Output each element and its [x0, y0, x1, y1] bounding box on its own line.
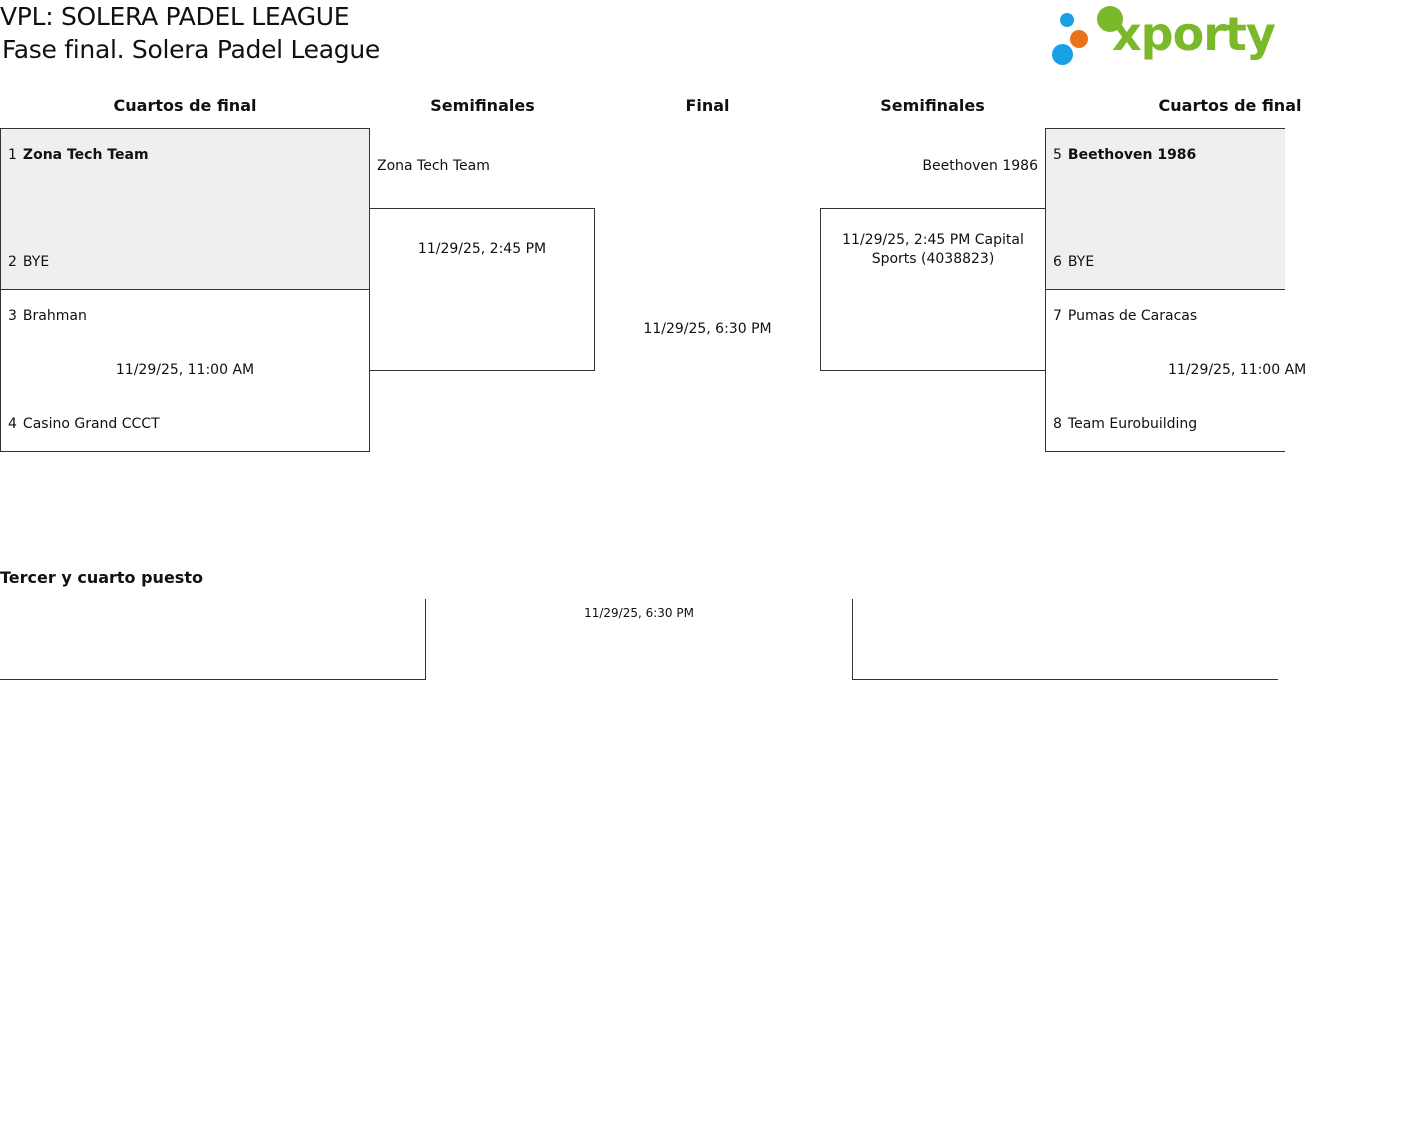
team-name: Pumas de Caracas: [1067, 308, 1198, 324]
seed-number: 8: [1053, 416, 1062, 432]
match-box-right-quarter-1[interactable]: 5 Beethoven 1986 6 BYE: [1045, 128, 1285, 290]
match-box-left-quarter-1[interactable]: 1 Zona Tech Team 2 BYE: [0, 128, 370, 290]
team-slot[interactable]: 1 Zona Tech Team: [8, 147, 149, 163]
team-slot[interactable]: 7 Pumas de Caracas: [1053, 308, 1197, 324]
match-time: 11/29/25, 11:00 AM: [1168, 362, 1307, 378]
team-name: BYE: [22, 254, 50, 270]
team-name: BYE: [1067, 254, 1095, 270]
seed-number: 5: [1053, 147, 1062, 163]
column-head-left-semi: Semifinales: [430, 96, 535, 115]
match-time: 11/29/25, 2:45 PM Capital Sports (403882…: [842, 232, 1024, 267]
team-name: Casino Grand CCCT: [22, 416, 160, 432]
logo-dot-green-icon: [1097, 6, 1123, 32]
page-title: VPL: SOLERA PADEL LEAGUE: [0, 2, 350, 31]
match-box-left-semi[interactable]: 11/29/25, 2:45 PM: [369, 208, 595, 371]
xporty-logo[interactable]: xporty: [1050, 2, 1278, 68]
team-name: Beethoven 1986: [1067, 147, 1197, 163]
match-box-left-quarter-2[interactable]: 3 Brahman 11/29/25, 11:00 AM 4 Casino Gran…: [0, 289, 370, 452]
column-head-right-quarter: Cuartos de final: [1158, 96, 1302, 115]
column-head-right-quarter-wrap: Cuartos de final: [1045, 96, 1302, 120]
team-slot[interactable]: 5 Beethoven 1986: [1053, 147, 1196, 163]
third-place-time: 11/29/25, 6:30 PM: [584, 606, 694, 620]
match-time: 11/29/25, 11:00 AM: [115, 362, 255, 378]
seed-number: 2: [8, 254, 17, 270]
third-place-title: Tercer y cuarto puesto: [0, 568, 203, 587]
seed-number: 6: [1053, 254, 1062, 270]
match-box-right-semi[interactable]: 11/29/25, 2:45 PM Capital Sports (403882…: [820, 208, 1046, 371]
third-place-left-divider: [425, 599, 426, 680]
semi-team-right[interactable]: Beethoven 1986: [922, 158, 1038, 174]
third-place-right-baseline: [852, 679, 1278, 680]
team-slot[interactable]: 3 Brahman: [8, 308, 87, 324]
team-slot[interactable]: 2 BYE: [8, 254, 49, 270]
logo-dot-blue-small-icon: [1060, 13, 1074, 27]
match-time: 11/29/25, 2:45 PM: [417, 241, 547, 257]
column-head-right-semi: Semifinales: [880, 96, 985, 115]
logo-text: xporty: [1112, 7, 1276, 61]
column-head-final: Final: [685, 96, 730, 115]
column-head-left-quarter: Cuartos de final: [113, 96, 257, 115]
team-name: Brahman: [22, 308, 87, 324]
match-box-right-quarter-2[interactable]: 7 Pumas de Caracas 11/29/25, 11:00 AM 8 Te…: [1045, 289, 1306, 452]
logo-dot-orange-icon: [1070, 30, 1088, 48]
team-name: Team Eurobuilding: [1067, 416, 1198, 432]
seed-number: 3: [8, 308, 17, 324]
seed-number: 1: [8, 147, 17, 163]
final-time: 11/29/25, 6:30 PM: [643, 321, 772, 337]
semi-team-left[interactable]: Zona Tech Team: [377, 158, 490, 174]
third-place-left-baseline: [0, 679, 426, 680]
logo-dot-blue-large-icon: [1052, 44, 1073, 65]
team-slot[interactable]: 4 Casino Grand CCCT: [8, 416, 160, 432]
team-slot[interactable]: 6 BYE: [1053, 254, 1094, 270]
page-subtitle: Fase final. Solera Padel League: [2, 35, 380, 64]
seed-number: 4: [8, 416, 17, 432]
third-place-right-divider: [852, 599, 853, 680]
team-name: Zona Tech Team: [22, 147, 149, 163]
seed-number: 7: [1053, 308, 1062, 324]
team-slot[interactable]: 8 Team Eurobuilding: [1053, 416, 1197, 432]
